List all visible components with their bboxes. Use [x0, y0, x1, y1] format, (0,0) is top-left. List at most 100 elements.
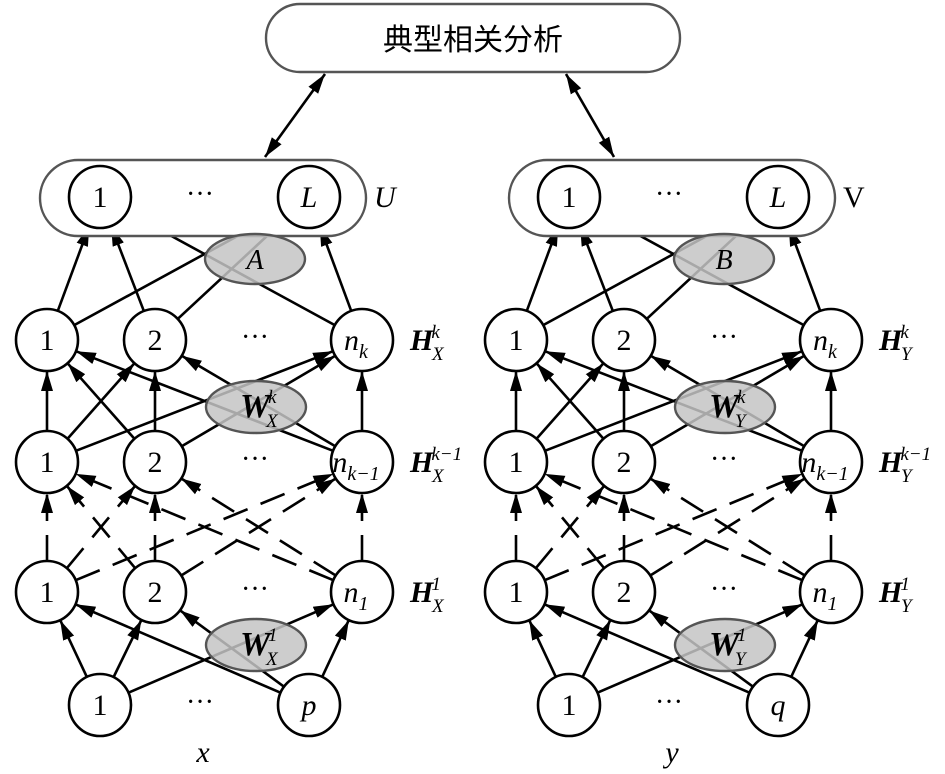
right-edge-in0-h10: [527, 619, 558, 678]
right-layer-k1-label-subscript: Y: [901, 466, 914, 487]
right-layer-k1-node-2-label: 2: [617, 446, 632, 479]
left-layer-1-node-n-label: n1: [344, 576, 369, 615]
left-edge-in0-h10: [58, 619, 89, 678]
right-layer-1-node-1-label: 1: [509, 576, 524, 609]
right-input-node-last-label: q: [771, 689, 786, 722]
right-weight-k-ellipse-sub: Y: [735, 411, 748, 432]
left-output-node-L: [276, 164, 342, 230]
right-edge-hk2-out1: [787, 225, 822, 312]
left-layer-k-node-dots-ellipsis: ···: [241, 322, 269, 353]
left-layer-k-node-2-label: 2: [148, 324, 163, 357]
right-layer-k1-label: Hk−1: [878, 444, 931, 479]
left-layer-k1-label: Hk−1: [409, 444, 462, 479]
left-output-box-label: U: [374, 181, 398, 214]
right-layer-k-node-dots-ellipsis: ···: [710, 322, 738, 353]
right-layer-k1-node-1: [483, 429, 549, 495]
right-edge-h12-hk10: [544, 472, 803, 582]
left-output-weight-ellipse-label: A: [244, 245, 264, 276]
title-text: 典型相关分析: [383, 23, 563, 58]
right-weight-1-ellipse-sub: Y: [735, 649, 748, 670]
right-layer-k1-node-n-label: nk−1: [801, 446, 848, 485]
right-layer-k-node-n-label: nk: [813, 324, 838, 363]
right-weight-k-ellipse-sup: k: [737, 387, 746, 408]
left-input-node-1-label: 1: [93, 689, 108, 722]
right-edge-h12-hk11: [649, 477, 806, 577]
left-output-node-L-label: L: [300, 181, 318, 214]
edges-layer: [41, 210, 837, 694]
left-input-node-last-label: p: [300, 689, 317, 722]
left-layer-1-node-1-label: 1: [40, 576, 55, 609]
right-layer-k-node-2: [591, 307, 657, 373]
right-output-box-label: V: [843, 181, 865, 214]
left-layer-k1-label-subscript: X: [431, 466, 445, 487]
right-layer-1-node-2: [591, 559, 657, 625]
right-layer-k-node-2-label: 2: [617, 324, 632, 357]
left-layer-1-node-2: [122, 559, 188, 625]
left-edge-hk11-hk0: [66, 362, 136, 440]
left-layer-k-node-n: [329, 307, 395, 373]
right-edge-in1-h10: [543, 603, 751, 694]
right-weight-k-ellipse-label: W: [709, 388, 742, 425]
left-edge-in0-h11: [112, 619, 143, 678]
left-input-node-last: [276, 672, 342, 738]
left-weight-k-ellipse: [204, 379, 308, 435]
left-edge-in1-h12: [320, 619, 351, 678]
left-edge-h11-hk10: [65, 485, 137, 569]
left-layer-k1-node-dots-ellipsis: ···: [241, 444, 269, 475]
left-layer-1-label: H1: [409, 574, 441, 609]
link-title-to-v: [564, 73, 616, 158]
left-weight-1-ellipse-sup: 1: [268, 625, 278, 646]
right-output-weight-ellipse: [672, 232, 776, 286]
left-output-node-1: [67, 164, 133, 230]
left-layer-k-node-1-label: 1: [40, 324, 55, 357]
left-layer-k1-node-n-label: nk−1: [332, 446, 379, 485]
right-layer-k-node-1: [483, 307, 549, 373]
right-layer-1-node-2-label: 2: [617, 576, 632, 609]
right-input-node-last: [745, 672, 811, 738]
right-layer-1-node-n: [798, 559, 864, 625]
left-layer-k-label-subscript: X: [431, 344, 445, 365]
left-edge-in1-h10: [74, 603, 282, 694]
right-edge-h11-hk10: [534, 485, 606, 569]
right-input-node-1-label: 1: [562, 689, 577, 722]
left-edge-hk2-out1: [318, 225, 353, 312]
right-edge-hk0-out0: [525, 225, 560, 312]
left-weight-k-ellipse-label: W: [240, 388, 273, 425]
left-layer-k1-node-1-label: 1: [40, 446, 55, 479]
left-layer-1-node-2-label: 2: [148, 576, 163, 609]
nodes-layer: [14, 164, 864, 738]
right-weight-1-ellipse-sup: 1: [737, 625, 747, 646]
cca-title-box: 典型相关分析: [264, 2, 682, 74]
right-layer-k1-node-dots-ellipsis: ···: [710, 444, 738, 475]
right-output-node-1-label: 1: [562, 181, 577, 214]
right-layer-k1-node-2: [591, 429, 657, 495]
left-output-node-dots-ellipsis: ···: [186, 179, 214, 210]
left-weight-1-ellipse-label: W: [240, 626, 273, 663]
left-layer-1-label-subscript: X: [431, 596, 445, 617]
right-layer-k1-node-n: [798, 429, 864, 495]
left-layer-k-node-1: [14, 307, 80, 373]
left-output-node-1-label: 1: [93, 181, 108, 214]
left-layer-k-node-n-label: nk: [344, 324, 369, 363]
right-input-node-1: [536, 672, 602, 738]
right-edge-hk12-hk0: [544, 349, 803, 453]
left-layer-k1-node-1: [14, 429, 80, 495]
right-layer-k-node-n: [798, 307, 864, 373]
left-layer-1-node-1: [14, 559, 80, 625]
left-layer-k1-node-2-label: 2: [148, 446, 163, 479]
left-input-node-dots-ellipsis: ···: [186, 687, 214, 718]
left-layer-k-node-2: [122, 307, 188, 373]
right-layer-1-label: H1: [878, 574, 910, 609]
left-weight-k-ellipse-sup: k: [268, 387, 277, 408]
link-title-to-u: [263, 73, 327, 158]
right-layer-k1-node-1-label: 1: [509, 446, 524, 479]
right-edge-hk1-out0: [578, 225, 615, 312]
left-edge-hk12-hk0: [75, 349, 334, 453]
right-layer-1-node-dots-ellipsis: ···: [710, 574, 738, 605]
right-edge-in0-h11: [581, 619, 612, 678]
left-edge-h12-hk11: [180, 477, 337, 577]
right-layer-k-node-1-label: 1: [509, 324, 524, 357]
right-edge-in1-h12: [789, 619, 820, 678]
